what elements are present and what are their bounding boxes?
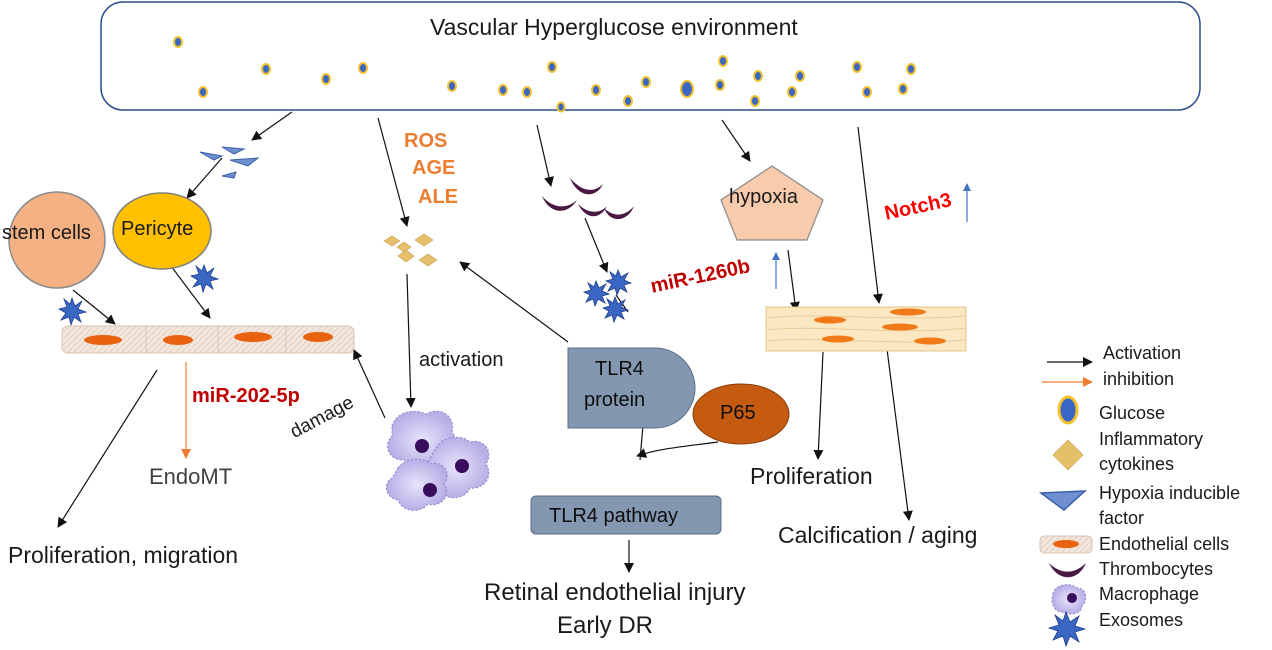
ros-label: ROS <box>404 130 448 152</box>
glucose-particles <box>173 36 916 113</box>
stem-cells-node <box>8 191 106 289</box>
endothelial-cells-right <box>765 306 967 352</box>
proliferation-label: Proliferation <box>750 463 873 489</box>
tlr4-protein-node <box>567 347 696 429</box>
macrophage-group <box>385 410 490 511</box>
legend-endothelial: Endothelial cells <box>1099 534 1230 554</box>
tlr4-pathway-node <box>530 495 722 535</box>
hypoxia-node <box>720 165 824 241</box>
activation-label: activation <box>419 349 504 371</box>
tlr4-protein-label-2: protein <box>584 389 646 411</box>
legend-activation: Activation <box>1103 343 1182 363</box>
legend-exosomes: Exosomes <box>1099 610 1184 630</box>
legend-macrophage: Macrophage <box>1099 584 1200 604</box>
pericyte-node <box>112 192 212 270</box>
environment-box <box>100 1 1201 111</box>
ale-label: ALE <box>418 186 458 208</box>
legend-hif-2: factor <box>1099 508 1145 528</box>
page-title: Vascular Hyperglucose environment <box>430 14 798 40</box>
legend-inflammatory-1: Inflammatory <box>1099 429 1204 449</box>
early-dr-label: Early DR <box>557 612 654 639</box>
legend-hif-1: Hypoxia inducible <box>1099 483 1241 503</box>
calcification-label: Calcification / aging <box>778 522 978 548</box>
tlr4-protein-label-1: TLR4 <box>595 358 644 380</box>
retinal-injury-label: Retinal endothelial injury <box>484 579 746 606</box>
pericyte-label: Pericyte <box>121 218 194 240</box>
inflammatory-cytokines-group <box>383 233 438 267</box>
legend-thrombocytes: Thrombocytes <box>1099 559 1214 579</box>
exosome-stars <box>57 263 633 327</box>
endothelial-cells-left <box>61 325 355 354</box>
legend-icons <box>1038 357 1093 648</box>
hypoxia-inducible-factor-group <box>199 146 260 179</box>
activation-arrows <box>57 111 913 573</box>
p65-label: P65 <box>720 402 756 424</box>
endomt-label: EndoMT <box>149 464 233 489</box>
hypoxia-label: hypoxia <box>729 186 798 208</box>
mir-202-5p-label: miR-202-5p <box>192 385 300 407</box>
legend-glucose: Glucose <box>1099 403 1166 423</box>
p65-node <box>692 383 790 445</box>
legend-inhibition: inhibition <box>1103 369 1175 389</box>
legend-inflammatory-2: cytokines <box>1099 454 1175 474</box>
proliferation-migration-label: Proliferation, migration <box>8 542 239 568</box>
thrombocytes-group <box>542 178 634 220</box>
stem-cells-label: stem cells <box>2 222 91 244</box>
age-label: AGE <box>412 157 456 179</box>
tlr4-pathway-label: TLR4 pathway <box>549 505 678 527</box>
